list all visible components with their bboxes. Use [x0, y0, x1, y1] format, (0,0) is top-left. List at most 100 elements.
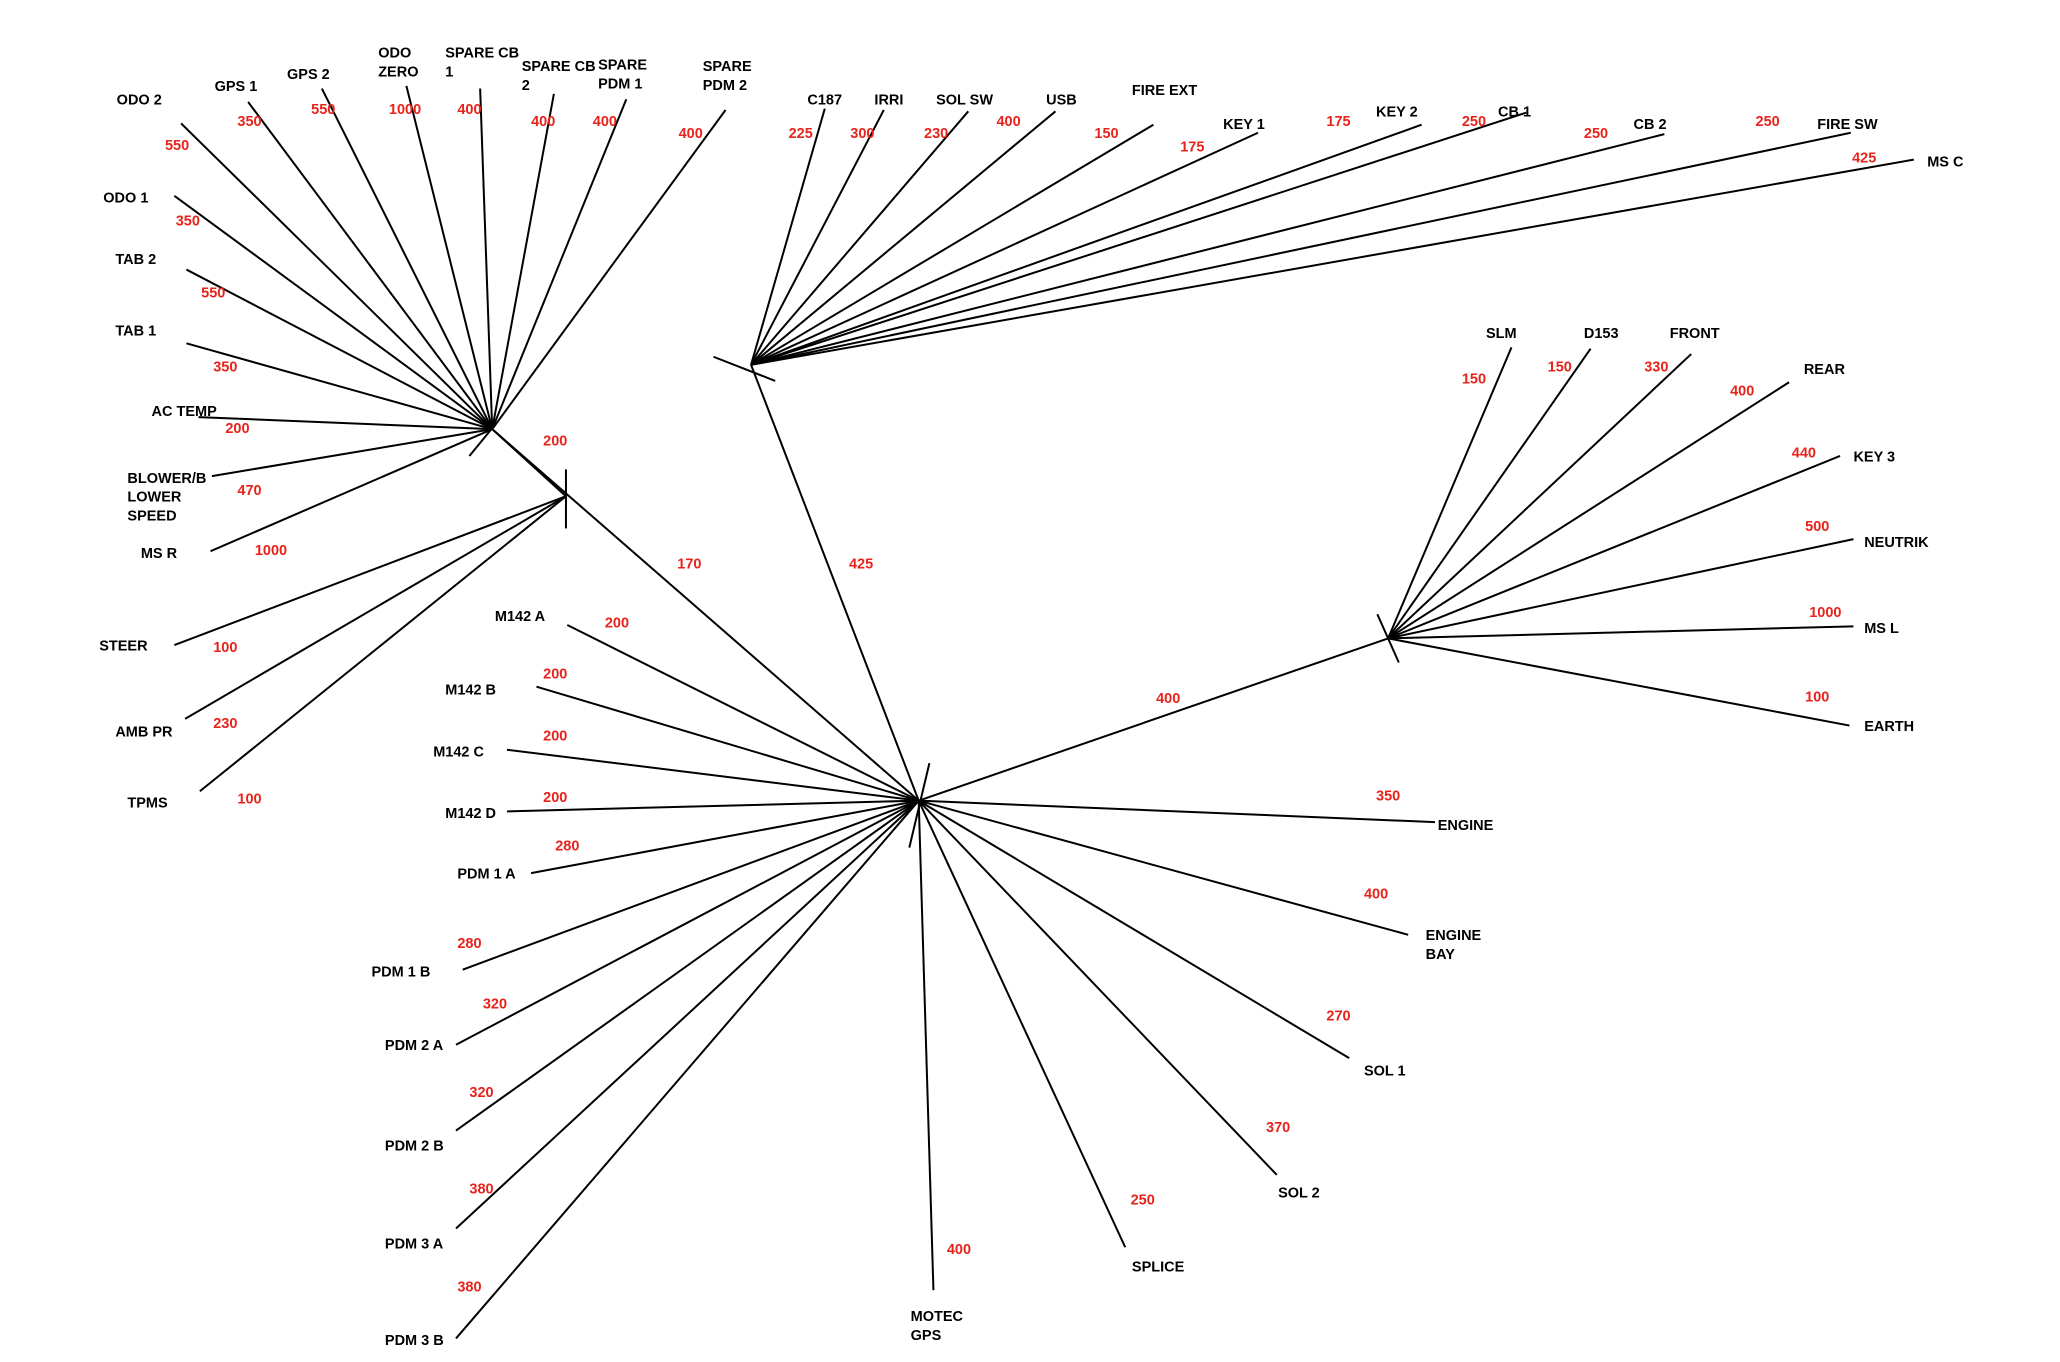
- branch-length-m142-b: 200: [543, 667, 567, 683]
- branch-length-fire-sw: 250: [1756, 114, 1780, 130]
- branch-line-motec-gps: [917, 800, 935, 1291]
- branch-label-slm: SLM: [1486, 326, 1517, 342]
- branch-line-tab-1: [186, 342, 493, 431]
- branch-label-tab-2: TAB 2: [115, 252, 156, 268]
- branch-label-m142-d: M142 D: [445, 806, 496, 822]
- branch-label-key-3: KEY 3: [1853, 449, 1895, 465]
- branch-length-fire-ext: 150: [1094, 126, 1118, 142]
- branch-label-gps-1: GPS 1: [215, 79, 258, 95]
- branch-label-spare-pdm-2-line-1: SPARE: [703, 59, 752, 75]
- branch-length-ms-c: 425: [1852, 150, 1876, 166]
- branch-line-tab-2: [185, 268, 493, 431]
- branch-length-m142-a: 200: [605, 616, 629, 632]
- branch-label-spare-pdm-1-line-1: SPARE: [598, 58, 647, 74]
- branch-length-odo-2: 550: [165, 138, 189, 154]
- branch-line-m142-d: [506, 799, 919, 813]
- branch-line-gps-1: [247, 101, 494, 430]
- branch-label-pdm-2-a: PDM 2 A: [385, 1038, 444, 1054]
- branch-length-amb-pr: 230: [213, 716, 237, 732]
- branch-label-engine-bay-line-2: BAY: [1426, 947, 1456, 963]
- branch-length-pdm-2-b: 320: [469, 1085, 493, 1101]
- branch-length-sol-1: 270: [1326, 1009, 1350, 1025]
- branch-length-blower: 470: [237, 483, 261, 499]
- branch-length-irri: 300: [850, 126, 874, 142]
- branch-line-pdm-2-b: [455, 799, 920, 1132]
- branch-line-fire-sw: [750, 131, 1851, 366]
- branch-line-key-1: [750, 131, 1259, 366]
- branch-length-engine-bay: 400: [1364, 887, 1388, 903]
- branch-line-pdm-1-b: [462, 799, 920, 971]
- branch-label-fire-ext: FIRE EXT: [1132, 83, 1197, 99]
- branch-length-tab-1: 350: [213, 359, 237, 375]
- branch-label-engine-bay-line-1: ENGINE: [1426, 928, 1482, 944]
- branch-length-odo-zero: 1000: [389, 102, 421, 118]
- branch-line-front: [1387, 353, 1692, 640]
- trunk-length-left-cluster: 170: [677, 557, 701, 573]
- branch-length-ac-temp: 200: [225, 421, 249, 437]
- branch-label-motec-gps-line-2: GPS: [911, 1328, 942, 1344]
- branch-line-splice: [917, 800, 1127, 1248]
- branch-label-odo-zero-line-1: ODO: [378, 46, 411, 62]
- branch-label-sol-sw: SOL SW: [936, 93, 993, 109]
- branch-line-engine-bay: [918, 799, 1409, 936]
- branch-label-pdm-1-a: PDM 1 A: [457, 866, 516, 882]
- branch-line-spare-pdm-2: [491, 109, 727, 430]
- branch-line-tpms: [199, 495, 567, 793]
- trunk-line-right-cluster: [918, 637, 1389, 802]
- branch-label-spare-cb-2-line-2: 2: [522, 78, 530, 94]
- branch-label-cb-1: CB 1: [1498, 105, 1531, 121]
- branch-length-m142-d: 200: [543, 790, 567, 806]
- branch-label-ms-r: MS R: [141, 546, 178, 562]
- branch-line-sol-sw: [750, 110, 970, 366]
- branch-label-pdm-3-b: PDM 3 B: [385, 1333, 444, 1349]
- branch-line-cb-2: [750, 133, 1665, 366]
- branch-line-blower: [211, 428, 493, 478]
- branch-label-blower-line-1: BLOWER/B: [127, 471, 206, 487]
- branch-length-spare-cb-1: 400: [457, 102, 481, 118]
- branch-label-odo-zero-line-2: ZERO: [378, 64, 418, 80]
- branch-line-rear: [1387, 381, 1790, 640]
- branch-line-m142-b: [536, 685, 919, 802]
- branch-line-pdm-3-b: [455, 800, 920, 1340]
- branch-label-usb: USB: [1046, 93, 1077, 109]
- branch-length-pdm-2-a: 320: [483, 997, 507, 1013]
- branch-length-c187: 225: [789, 126, 813, 142]
- branch-label-ms-l: MS L: [1864, 621, 1899, 637]
- branch-label-spare-cb-1-line-2: 1: [445, 64, 453, 80]
- branch-length-pdm-3-a: 380: [469, 1182, 493, 1198]
- branch-label-front: FRONT: [1670, 326, 1720, 342]
- branch-line-earth: [1387, 637, 1850, 727]
- branch-line-d153: [1387, 348, 1592, 639]
- branch-length-gps-1: 350: [237, 114, 261, 130]
- branch-length-spare-pdm-1: 400: [593, 114, 617, 130]
- branch-line-spare-cb-2: [491, 93, 555, 430]
- trunk-line-left-cluster: [491, 428, 920, 802]
- branch-line-cb-1: [750, 111, 1527, 366]
- branch-line-engine: [918, 799, 1436, 824]
- branch-label-m142-a: M142 A: [495, 609, 546, 625]
- branch-label-cb-2: CB 2: [1634, 117, 1667, 133]
- branch-length-pdm-1-b: 280: [457, 936, 481, 952]
- branch-line-steer: [173, 495, 567, 647]
- branch-length-key-1: 175: [1180, 140, 1204, 156]
- branch-label-c187: C187: [807, 93, 842, 109]
- branch-length-key-3: 440: [1792, 445, 1816, 461]
- branch-line-fire-ext: [750, 123, 1154, 366]
- branch-length-engine: 350: [1376, 789, 1400, 805]
- branch-label-amb-pr: AMB PR: [115, 724, 173, 740]
- branch-length-sol-2: 370: [1266, 1120, 1290, 1136]
- branch-label-sol-2: SOL 2: [1278, 1186, 1320, 1202]
- branch-line-sol-1: [918, 799, 1350, 1060]
- branch-length-d153: 150: [1548, 359, 1572, 375]
- branch-length-steer: 100: [213, 640, 237, 656]
- branch-length-pdm-3-b: 380: [457, 1280, 481, 1296]
- branch-label-d153: D153: [1584, 326, 1619, 342]
- branch-length-cb-1: 250: [1462, 114, 1486, 130]
- branch-length-spare-cb-2: 400: [531, 114, 555, 130]
- branch-line-gps-2: [320, 88, 494, 430]
- branch-label-earth: EARTH: [1864, 719, 1914, 735]
- branch-line-pdm-3-a: [455, 799, 920, 1230]
- branch-label-spare-pdm-1-line-2: PDM 1: [598, 77, 642, 93]
- branch-line-neutrik: [1387, 538, 1854, 640]
